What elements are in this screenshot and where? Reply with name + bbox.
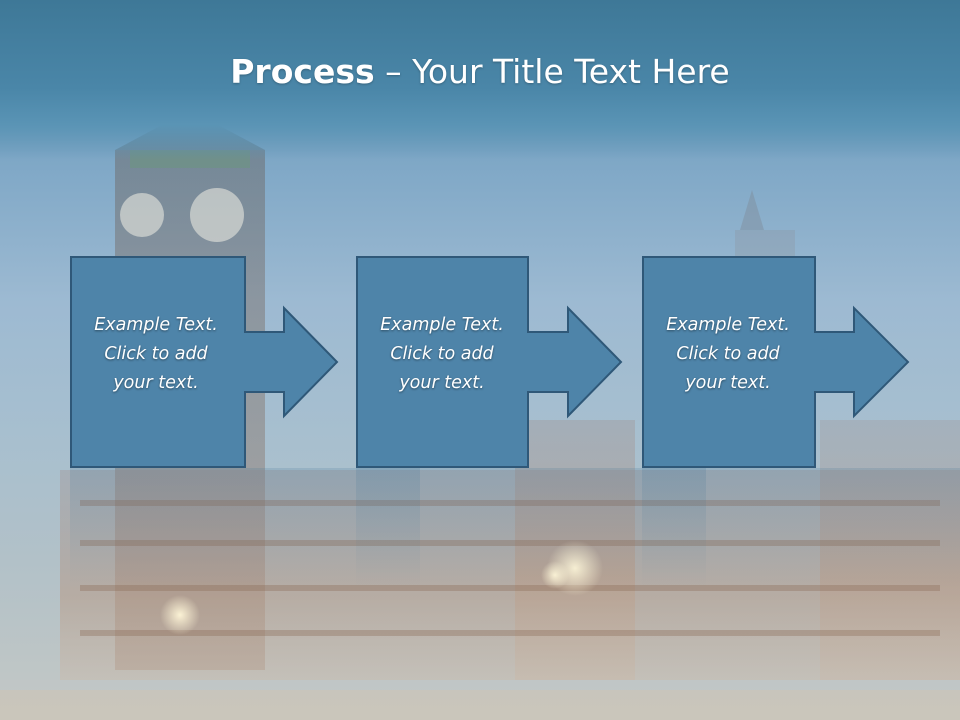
step-line-3: your text.: [399, 373, 485, 393]
title-bold: Process: [230, 52, 375, 91]
clock-face-right: [190, 188, 244, 242]
step-arrow-shape: [642, 256, 910, 468]
step-line-2: Click to add: [390, 344, 494, 364]
step-line-1: Example Text.: [380, 315, 504, 335]
step-line-1: Example Text.: [666, 315, 790, 335]
step-line-2: Click to add: [676, 344, 780, 364]
step-line-1: Example Text.: [94, 315, 218, 335]
slide-title[interactable]: Process – Your Title Text Here: [0, 52, 960, 91]
step-arrow-shape: [356, 256, 623, 468]
step-text[interactable]: Example Text. Click to add your text.: [70, 311, 242, 398]
title-band: [0, 0, 960, 160]
clock-face-left: [120, 193, 164, 237]
step-line-3: your text.: [685, 373, 771, 393]
process-step-3[interactable]: Example Text. Click to add your text.: [642, 256, 960, 588]
step-line-2: Click to add: [104, 344, 208, 364]
step-line-3: your text.: [113, 373, 199, 393]
step-arrow-shape: [70, 256, 339, 468]
step-text[interactable]: Example Text. Click to add your text.: [642, 311, 814, 398]
step-text[interactable]: Example Text. Click to add your text.: [356, 311, 528, 398]
title-rest: – Your Title Text Here: [374, 52, 730, 91]
